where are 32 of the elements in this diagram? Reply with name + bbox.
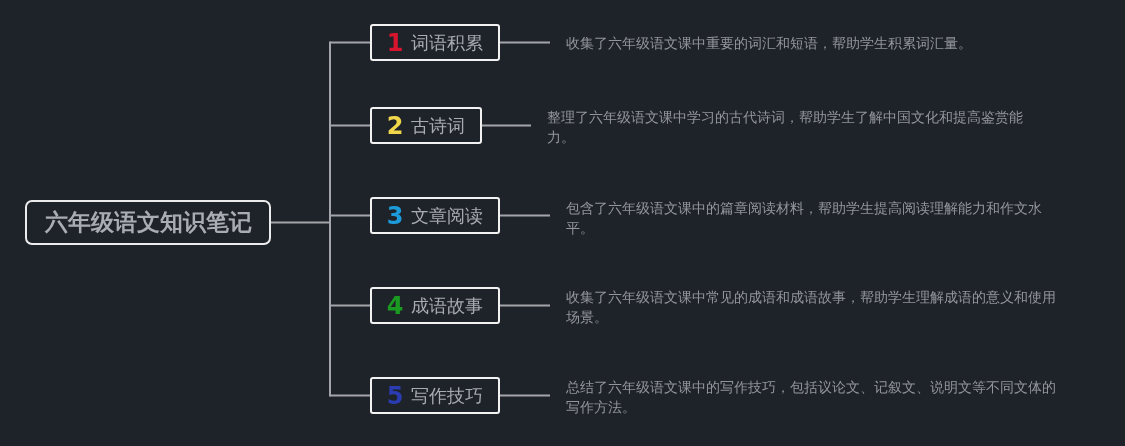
connector-line (329, 214, 371, 217)
topic-number: 1 (386, 30, 404, 55)
connector-line (499, 304, 551, 307)
topic-title: 文章阅读 (411, 206, 484, 225)
connector-line (481, 124, 532, 127)
connector-line (329, 124, 371, 127)
topic-title: 古诗词 (411, 116, 466, 135)
topic-box (370, 377, 500, 414)
topic-title: 成语故事 (411, 296, 484, 315)
topic-box (370, 107, 482, 144)
connector-line (499, 394, 551, 397)
connector-line (329, 304, 371, 307)
topic-title: 写作技巧 (411, 386, 484, 405)
topic-number: 2 (386, 113, 404, 138)
connector-line (499, 214, 551, 217)
description-text: 包含了六年级语文课中的篇章阅读材料，帮助学生提高阅读理解能力和作文水平。 (566, 198, 1058, 238)
topic-number: 4 (386, 293, 404, 318)
topic-number: 5 (386, 383, 404, 408)
topic-title: 词语积累 (411, 33, 484, 52)
connector-line (499, 41, 551, 44)
topic-box (370, 287, 500, 324)
topic-box (370, 197, 500, 234)
connector-line (270, 40, 332, 398)
description-text: 收集了六年级语文课中重要的词汇和短语，帮助学生积累词汇量。 (566, 33, 972, 53)
topic-number: 3 (386, 203, 404, 228)
connector-line (329, 394, 371, 397)
topic-box (370, 24, 500, 61)
root-box: 六年级语文知识笔记 (25, 200, 271, 245)
description-text: 总结了六年级语文课中的写作技巧，包括议论文、记叙文、说明文等不同文体的写作方法。 (566, 377, 1058, 417)
description-text: 收集了六年级语文课中常见的成语和成语故事，帮助学生理解成语的意义和使用场景。 (566, 287, 1058, 327)
connector-line (329, 41, 371, 44)
description-text: 整理了六年级语文课中学习的古代诗词，帮助学生了解中国文化和提高鉴赏能力。 (547, 107, 1027, 147)
